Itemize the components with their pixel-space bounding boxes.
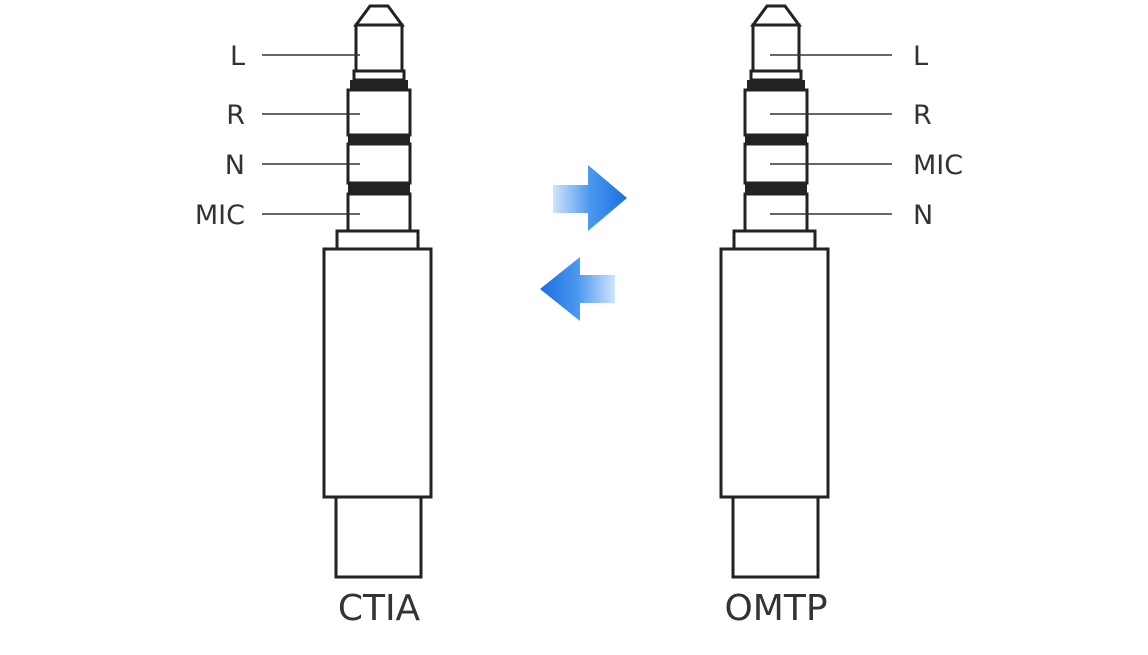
omtp-title: OMTP <box>724 588 827 629</box>
ctia-title: CTIA <box>338 588 421 629</box>
plug-tip <box>750 4 802 27</box>
insulator-band <box>348 183 410 193</box>
plug-body <box>719 247 830 499</box>
pin-label: L <box>230 41 245 72</box>
ring1-segment <box>743 88 809 137</box>
ctia-plug: LRN MIC <box>195 4 433 579</box>
sleeve-segment <box>346 192 412 233</box>
pin-label: MIC <box>913 150 963 181</box>
tip-ring <box>749 69 803 82</box>
plug-body <box>322 247 433 499</box>
plug-strain-relief <box>334 495 423 579</box>
pin-label: MIC <box>195 200 245 231</box>
tip-ring <box>352 69 406 82</box>
insulator-band <box>745 183 807 193</box>
pin-label: N <box>913 200 933 231</box>
plug-strain-relief <box>731 495 820 579</box>
insulator-band <box>348 135 410 143</box>
ring1-segment <box>346 88 412 137</box>
pin-label: R <box>913 100 932 131</box>
insulator-band <box>747 80 805 89</box>
pin-label: R <box>226 100 245 131</box>
plug-collar <box>335 229 420 251</box>
insulator-band <box>745 135 807 143</box>
plug-collar <box>732 229 817 251</box>
sleeve-segment <box>743 192 809 233</box>
tip-segment <box>354 23 404 73</box>
insulator-band <box>350 80 408 89</box>
pin-label: L <box>913 41 928 72</box>
tip-segment <box>751 23 801 73</box>
arrow-right-icon <box>553 165 627 231</box>
pin-label: N <box>225 150 245 181</box>
plug-tip <box>353 4 405 27</box>
arrow-left-icon <box>540 257 615 321</box>
omtp-plug: LR MIC N <box>719 4 963 579</box>
